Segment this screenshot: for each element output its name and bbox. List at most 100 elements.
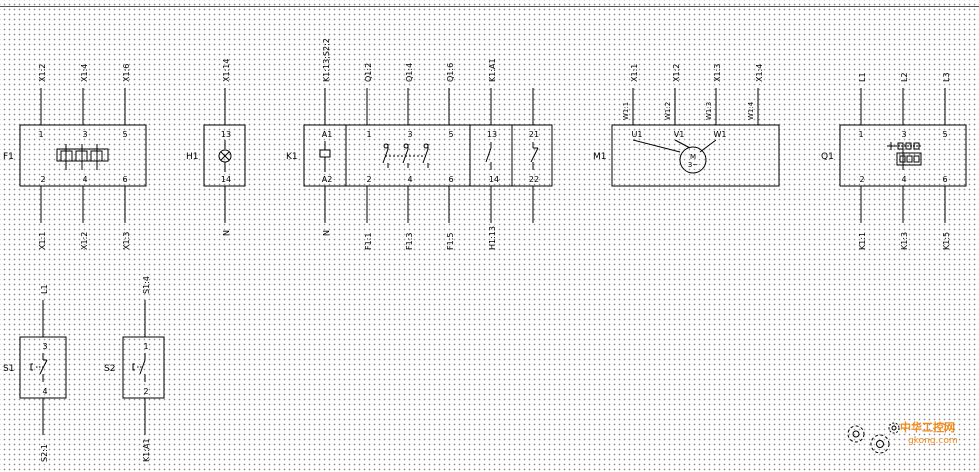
F1-top-terminal-1: X1:2 <box>38 64 47 82</box>
H1-bottom-terminal: N <box>222 230 231 236</box>
canvas-top-border <box>0 6 979 7</box>
F1-bottom-terminal-3: X1:3 <box>122 232 131 250</box>
F1-pin-2: 2 <box>40 175 45 184</box>
Q1-bottom-terminal-1: K1:1 <box>858 232 867 250</box>
H1-pin-14: 14 <box>221 175 231 184</box>
K1-pin-A2: A2 <box>322 175 333 184</box>
Q1-top-terminal-2: L2 <box>900 72 909 82</box>
H1-ref: H1 <box>186 152 199 162</box>
S2-top-terminal: S1:4 <box>142 276 151 294</box>
Q1-ref: Q1 <box>821 152 834 162</box>
S2-pin-1: 1 <box>143 342 148 351</box>
watermark-url-text: gkong.com <box>908 436 958 446</box>
K1-main-top-terminal-1: Q1:2 <box>364 63 373 82</box>
K1-pin-21: 21 <box>529 130 539 139</box>
K1-main-top-terminal-3: Q1:6 <box>446 63 455 82</box>
breaker-icon <box>887 142 922 170</box>
K1-aux-no-top-terminal: K1:A1 <box>488 58 497 82</box>
M1-top-terminal-1: X1:1 <box>630 64 639 82</box>
M1-winding-U1: U1 <box>632 130 643 139</box>
M1-pin-label-4: W1:4 <box>747 101 755 120</box>
S2-bottom-terminal: K1:A1 <box>142 438 151 462</box>
M1-top-terminal-3: X1:3 <box>713 64 722 82</box>
F1-pin-3: 3 <box>82 130 87 139</box>
F1-pin-6: 6 <box>122 175 127 184</box>
F1-pin-1: 1 <box>38 130 43 139</box>
K1-pin-5: 5 <box>448 130 453 139</box>
F1-top-terminal-2: X1:4 <box>80 64 89 82</box>
K1-main-top-terminal-2: Q1:4 <box>405 63 414 82</box>
svg-text:3~: 3~ <box>688 161 698 169</box>
K1-pin-6: 6 <box>448 175 453 184</box>
M1-winding-V1: V1 <box>674 130 685 139</box>
coil-icon <box>319 141 331 172</box>
Q1-bottom-terminal-3: K1:5 <box>942 232 951 250</box>
gkong-watermark-logo: 中华工控网 gkong.com <box>847 420 958 454</box>
component-K1[interactable]: K1 K1:13;S2:2 A1 A2 N Q1:2 Q1:4 Q1:6 1 3… <box>286 38 553 250</box>
Q1-pin-2: 2 <box>859 175 864 184</box>
K1-ref: K1 <box>286 152 298 162</box>
motor-icon: M 3~ <box>632 139 717 174</box>
Q1-pin-6: 6 <box>942 175 947 184</box>
M1-ref: M1 <box>593 152 607 162</box>
K1-pin-1: 1 <box>366 130 371 139</box>
Q1-bottom-terminal-2: K1:3 <box>900 232 909 250</box>
component-S1[interactable]: S1 L1 3 4 S2:1 <box>3 284 67 462</box>
component-M1[interactable]: M1 X1:1 X1:2 X1:3 X1:4 W1:1 W1:2 W1:3 W1… <box>593 64 780 187</box>
K1-pin-22: 22 <box>529 175 539 184</box>
M1-winding-W1: W1 <box>714 130 727 139</box>
S2-pin-2: 2 <box>143 387 148 396</box>
M1-pin-label-2: W1:2 <box>664 102 672 120</box>
component-S2[interactable]: S2 S1:4 1 2 K1:A1 <box>104 276 165 462</box>
K1-pin-13: 13 <box>487 130 497 139</box>
F1-bottom-terminal-2: X1:2 <box>80 232 89 250</box>
K1-main-bottom-terminal-1: F1:1 <box>364 233 373 250</box>
K1-main-bottom-terminal-3: F1:5 <box>446 233 455 250</box>
stop-pushbutton-icon <box>30 353 48 382</box>
S1-top-terminal: L1 <box>40 284 49 294</box>
K1-pin-14: 14 <box>489 175 499 184</box>
H1-top-terminal: X1:14 <box>222 59 231 82</box>
Q1-pin-5: 5 <box>942 130 947 139</box>
F1-bottom-terminal-1: X1:1 <box>38 232 47 250</box>
aux-no-contact-icon <box>485 142 492 170</box>
S1-pin-3: 3 <box>42 342 47 351</box>
Q1-pin-1: 1 <box>858 130 863 139</box>
M1-pin-label-3: W1:3 <box>705 102 713 120</box>
F1-pin-5: 5 <box>122 130 127 139</box>
K1-coil-top-terminal: K1:13;S2:2 <box>322 38 331 82</box>
S1-ref: S1 <box>3 364 14 374</box>
component-F1[interactable]: F1 X1:2 X1:4 X1:6 1 3 5 2 4 6 X1:1 X1:2 … <box>3 64 147 250</box>
component-Q1[interactable]: Q1 L1 L2 L3 1 3 5 2 4 6 K1:1 K1:3 K <box>821 72 967 250</box>
S2-body[interactable] <box>122 336 165 399</box>
K1-pin-3: 3 <box>407 130 412 139</box>
aux-nc-contact-icon <box>530 142 539 170</box>
M1-top-terminal-2: X1:2 <box>672 64 681 82</box>
K1-pin-2: 2 <box>366 175 371 184</box>
K1-coil-bottom-terminal: N <box>322 230 331 236</box>
M1-top-terminal-4: X1:4 <box>755 64 764 82</box>
F1-top-terminal-3: X1:6 <box>122 64 131 82</box>
K1-pin-A1: A1 <box>322 130 333 139</box>
main-contacts-icon <box>382 143 429 168</box>
start-pushbutton-icon <box>132 353 146 382</box>
Q1-pin-4: 4 <box>901 175 906 184</box>
S1-pin-4: 4 <box>42 387 47 396</box>
M1-pin-label-1: W1:1 <box>622 102 630 120</box>
F1-ref: F1 <box>3 152 14 162</box>
K1-body[interactable] <box>303 124 553 187</box>
K1-main-bottom-terminal-2: F1:3 <box>405 233 414 250</box>
gear-icon <box>847 422 900 454</box>
lamp-icon <box>218 140 232 172</box>
S2-ref: S2 <box>104 364 115 374</box>
K1-pin-4: 4 <box>407 175 412 184</box>
M1-body[interactable] <box>611 124 780 187</box>
F1-thermal-element-icon <box>56 144 109 170</box>
Q1-pin-3: 3 <box>901 130 906 139</box>
Q1-top-terminal-3: L3 <box>942 72 951 82</box>
component-H1[interactable]: H1 X1:14 13 14 N <box>186 59 246 236</box>
F1-pin-4: 4 <box>82 175 87 184</box>
Q1-top-terminal-1: L1 <box>858 72 867 82</box>
